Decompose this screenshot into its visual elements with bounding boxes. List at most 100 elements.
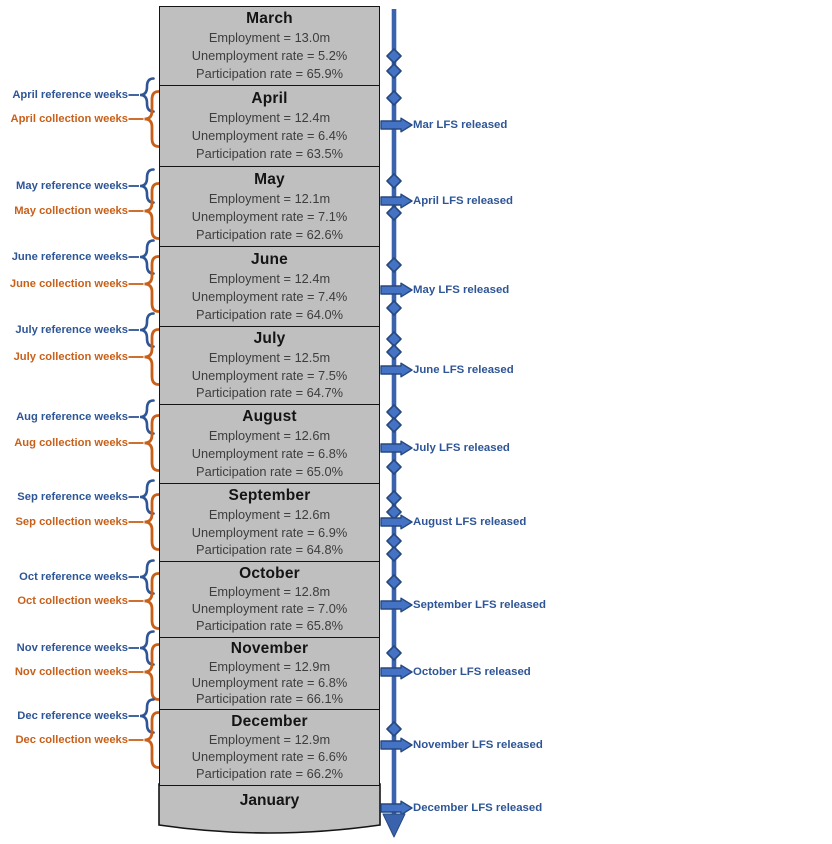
timeline-diamond-marker	[386, 533, 402, 549]
month-title: March	[246, 10, 293, 28]
release-arrow-icon	[380, 193, 413, 209]
release-arrow-icon	[380, 282, 413, 298]
month-stat-line: Participation rate = 66.1%	[196, 691, 343, 707]
month-stat-line: Unemployment rate = 6.8%	[191, 446, 348, 462]
release-arrow-icon	[380, 664, 413, 680]
collection-weeks-brace-nov	[144, 643, 160, 701]
collection-weeks-brace-dec	[144, 711, 160, 769]
collection-weeks-brace-july	[144, 328, 160, 386]
release-arrow-icon	[380, 440, 413, 456]
timeline-diamond-marker	[386, 48, 402, 64]
release-arrow-icon	[380, 800, 413, 816]
collection-weeks-brace-aug	[144, 414, 160, 472]
timeline-diamond-marker	[386, 173, 402, 189]
reference-weeks-brace-may	[139, 168, 155, 204]
release-arrow-icon	[380, 362, 413, 378]
release-label-april: April LFS released	[413, 195, 514, 207]
month-stat-line: Unemployment rate = 7.1%	[191, 208, 348, 224]
month-stat-line: Participation rate = 64.7%	[196, 385, 343, 400]
reference-weeks-label-sep: Sep reference weeks	[17, 490, 128, 503]
release-label-may: May LFS released	[413, 284, 510, 296]
month-stat-line: Employment = 12.5m	[208, 350, 331, 366]
month-stat-line: Employment = 12.4m	[208, 110, 331, 126]
release-label-august: August LFS released	[413, 516, 527, 528]
timeline-diamond-marker	[386, 344, 402, 360]
timeline-diamond-marker	[386, 417, 402, 433]
month-title: November	[230, 639, 309, 657]
collection-weeks-label-sep: Sep collection weeks	[15, 515, 128, 528]
collection-weeks-label-may: May collection weeks	[14, 204, 128, 217]
reference-weeks-label-july: July reference weeks	[15, 323, 128, 336]
release-label-november: November LFS released	[413, 739, 543, 751]
month-stat-line: Unemployment rate = 6.9%	[191, 524, 348, 540]
month-stat-line: Participation rate = 63.5%	[196, 146, 343, 162]
month-stat-line: Unemployment rate = 6.6%	[191, 748, 348, 764]
release-arrow-icon	[380, 597, 413, 613]
month-stat-line: Employment = 12.1m	[208, 190, 331, 206]
reference-weeks-brace-april	[139, 77, 155, 113]
timeline-diamond-marker	[386, 404, 402, 420]
month-stat-line: Employment = 12.9m	[208, 731, 331, 747]
month-stat-line: Participation rate = 66.2%	[196, 765, 343, 781]
month-stat-line: Unemployment rate = 6.4%	[191, 128, 348, 144]
release-label-july: July LFS released	[413, 442, 510, 454]
release-label-october: October LFS released	[413, 666, 531, 678]
down-arrowhead-icon	[382, 813, 406, 838]
month-stat-line: Unemployment rate = 5.2%	[191, 48, 348, 64]
reference-weeks-brace-sep	[139, 479, 155, 515]
month-stat-line: Employment = 12.6m	[208, 507, 331, 523]
reference-weeks-brace-july	[139, 312, 155, 348]
month-stat-line: Employment = 12.4m	[208, 270, 331, 286]
month-stat-line: Unemployment rate = 7.0%	[191, 601, 348, 617]
reference-weeks-brace-nov	[139, 630, 155, 666]
collection-weeks-label-dec: Dec collection weeks	[15, 733, 128, 746]
collection-weeks-brace-june	[144, 255, 160, 313]
reference-weeks-brace-june	[139, 239, 155, 275]
release-arrow-icon	[380, 117, 413, 133]
reference-weeks-label-oct: Oct reference weeks	[19, 570, 128, 583]
release-label-december: December LFS released	[413, 802, 543, 814]
timeline-diamond-marker	[386, 90, 402, 106]
reference-weeks-brace-dec	[139, 698, 155, 734]
timeline-diamond-marker	[386, 645, 402, 661]
reference-weeks-label-dec: Dec reference weeks	[17, 709, 128, 722]
month-stat-line: Participation rate = 64.8%	[196, 542, 343, 557]
month-stat-line: Employment = 12.8m	[208, 584, 331, 600]
month-stat-line: Employment = 12.6m	[208, 428, 331, 444]
month-stat-line: Unemployment rate = 7.5%	[191, 367, 348, 383]
month-title: January	[239, 792, 300, 809]
month-title: May	[254, 170, 285, 188]
reference-weeks-brace-aug	[139, 399, 155, 435]
month-stat-line: Participation rate = 65.9%	[196, 65, 343, 81]
timeline-diamond-marker	[386, 331, 402, 347]
collection-weeks-label-april: April collection weeks	[10, 112, 128, 125]
reference-weeks-label-may: May reference weeks	[16, 179, 128, 192]
month-title: July	[253, 330, 286, 348]
month-title: April	[251, 89, 288, 107]
collection-weeks-label-oct: Oct collection weeks	[17, 594, 128, 607]
release-arrow-icon	[380, 514, 413, 530]
month-stat-line: Participation rate = 64.0%	[196, 306, 343, 322]
reference-weeks-brace-oct	[139, 559, 155, 595]
month-stat-line: Participation rate = 65.8%	[196, 618, 343, 634]
timeline-diamond-marker	[386, 574, 402, 590]
timeline-diamond-marker	[386, 546, 402, 562]
timeline-diamond-marker	[386, 459, 402, 475]
collection-weeks-label-june: June collection weeks	[9, 277, 128, 290]
month-title: June	[251, 250, 288, 268]
reference-weeks-label-nov: Nov reference weeks	[16, 641, 128, 654]
month-stat-line: Unemployment rate = 7.4%	[191, 288, 348, 304]
collection-weeks-label-nov: Nov collection weeks	[14, 665, 128, 678]
month-stat-line: Unemployment rate = 6.8%	[191, 674, 348, 690]
reference-weeks-label-june: June reference weeks	[11, 250, 128, 263]
month-title: December	[231, 712, 308, 730]
timeline-diamond-marker	[386, 63, 402, 79]
